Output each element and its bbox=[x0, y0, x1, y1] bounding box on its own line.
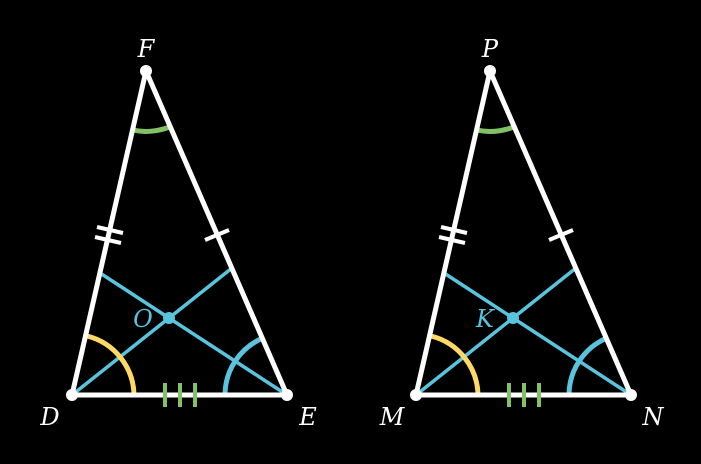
apex-angle-arc-p bbox=[474, 124, 517, 134]
side-tick-mp-1 bbox=[440, 225, 468, 235]
label-vertex-e: E bbox=[298, 403, 317, 431]
apex-angle-arc-f bbox=[130, 124, 173, 134]
label-apex-p: P bbox=[481, 35, 499, 63]
cevian-d-to-fe bbox=[70, 266, 234, 397]
triangle-mnp: P M N K bbox=[379, 35, 665, 431]
side-tick-df-1 bbox=[96, 225, 124, 235]
base-angle-arc-e bbox=[222, 335, 265, 396]
intersection-point-o bbox=[163, 312, 175, 324]
vertex-f bbox=[140, 65, 152, 77]
cevian-n-to-pm bbox=[442, 271, 633, 397]
label-intersection-o: O bbox=[133, 305, 153, 333]
vertex-p bbox=[484, 65, 496, 77]
side-df bbox=[69, 68, 149, 398]
cevian-m-to-pn bbox=[414, 266, 578, 397]
label-apex-f: F bbox=[137, 35, 156, 63]
vertex-d bbox=[66, 389, 78, 401]
label-vertex-d: D bbox=[39, 403, 59, 431]
label-vertex-m: M bbox=[379, 403, 406, 431]
vertex-e bbox=[281, 389, 293, 401]
base-angle-arc-d bbox=[86, 333, 137, 396]
triangle-def: F D E O bbox=[39, 35, 317, 431]
vertex-m bbox=[410, 389, 422, 401]
intersection-point-k bbox=[507, 312, 519, 324]
side-mp bbox=[413, 68, 493, 398]
label-vertex-n: N bbox=[642, 403, 665, 431]
side-tick-df-2 bbox=[94, 235, 122, 245]
side-fe bbox=[143, 68, 290, 398]
side-tick-mp-2 bbox=[438, 235, 466, 245]
base-angle-arc-m bbox=[430, 333, 481, 396]
vertex-n bbox=[625, 389, 637, 401]
base-angle-arc-n bbox=[566, 335, 609, 396]
side-pn bbox=[487, 68, 634, 398]
label-intersection-k: K bbox=[475, 305, 496, 333]
side-tick-pn bbox=[548, 228, 574, 242]
cevian-e-to-fd bbox=[98, 271, 289, 397]
side-tick-fe bbox=[204, 228, 230, 242]
